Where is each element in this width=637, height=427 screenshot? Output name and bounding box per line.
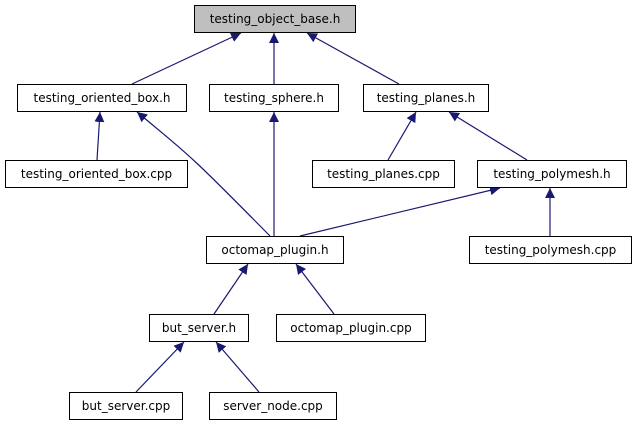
node-testing-polymesh-h[interactable]: testing_polymesh.h xyxy=(477,160,627,188)
node-testing-oriented-box-cpp[interactable]: testing_oriented_box.cpp xyxy=(5,160,188,188)
node-octomap-plugin-cpp[interactable]: octomap_plugin.cpp xyxy=(276,314,426,342)
node-but-server-h[interactable]: but_server.h xyxy=(149,314,249,342)
node-octomap-plugin-h[interactable]: octomap_plugin.h xyxy=(206,236,344,264)
edge-polymesh-h-to-planes-h xyxy=(448,111,528,161)
node-testing-sphere-h[interactable]: testing_sphere.h xyxy=(209,84,339,112)
edge-but-server-cpp-to-but-server-h xyxy=(135,341,185,393)
node-testing-oriented-box-h[interactable]: testing_oriented_box.h xyxy=(17,84,187,112)
node-but-server-cpp[interactable]: but_server.cpp xyxy=(69,392,183,420)
edge-planes-h-to-root xyxy=(306,32,400,85)
node-server-node-cpp[interactable]: server_node.cpp xyxy=(209,392,337,420)
node-testing-polymesh-cpp[interactable]: testing_polymesh.cpp xyxy=(469,236,632,264)
edge-octomap-plugin-cpp-to-octomap-plugin-h xyxy=(295,263,335,315)
edge-octomap-plugin-h-to-polymesh-h xyxy=(299,185,501,237)
edge-oriented-box-h-to-root xyxy=(131,32,242,85)
node-testing-planes-h[interactable]: testing_planes.h xyxy=(363,84,489,112)
node-testing-planes-cpp[interactable]: testing_planes.cpp xyxy=(312,160,455,188)
edge-server-node-cpp-to-but-server-h xyxy=(215,341,260,393)
edge-but-server-h-to-octomap-plugin-h xyxy=(213,263,249,315)
edge-octomap-plugin-h-to-oriented-box-h xyxy=(136,111,271,237)
edge-planes-cpp-to-planes-h xyxy=(387,111,417,161)
edge-oriented-box-cpp-to-oriented-box-h xyxy=(94,111,105,161)
node-testing-object-base-h[interactable]: testing_object_base.h xyxy=(194,5,356,33)
